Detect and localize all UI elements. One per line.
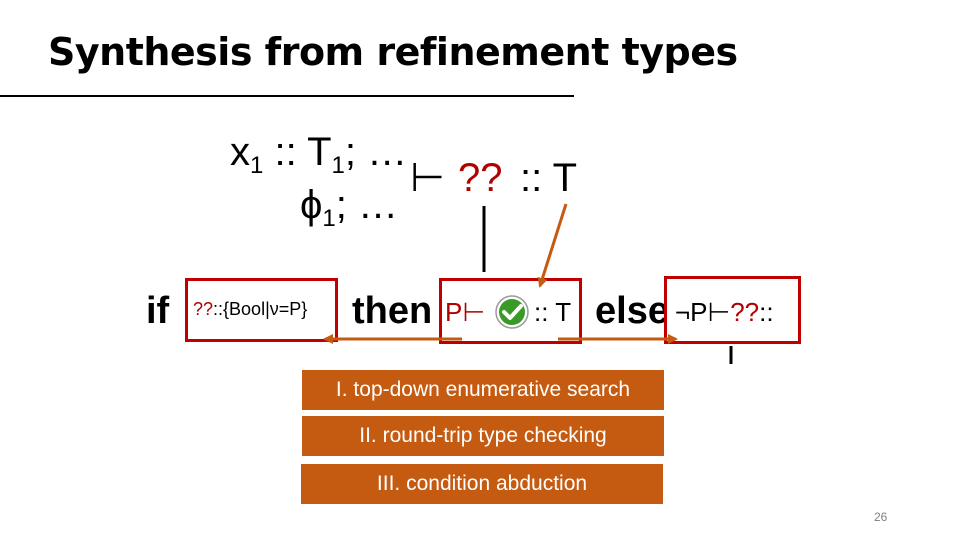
- path-var-subscript: 1: [322, 205, 336, 232]
- goal-type-arrow: [537, 203, 568, 288]
- else-keyword: else: [595, 290, 669, 332]
- env-separator: ::: [263, 130, 308, 174]
- goal-type: :: T: [520, 156, 578, 200]
- path-condition-line: ϕ1; …: [300, 185, 398, 231]
- else-box: ¬P⊢??::: [664, 276, 801, 344]
- env-rest: ; …: [344, 130, 408, 174]
- then-text: P⊢: [445, 299, 485, 325]
- env-type: T: [307, 130, 332, 174]
- path-rest: ; …: [335, 183, 398, 227]
- stage-3-label: III. condition abduction: [301, 464, 663, 504]
- then-box: P⊢ :: T: [439, 278, 582, 344]
- then-type: :: T: [534, 297, 572, 327]
- then-path: P⊢: [445, 297, 485, 327]
- if-keyword: if: [146, 290, 170, 332]
- then-keyword: then: [352, 290, 433, 332]
- slide-title: Synthesis from refinement types: [48, 30, 738, 74]
- title-underline: [0, 95, 574, 97]
- condition-text: ??::{Bool|ν=P}: [193, 299, 307, 320]
- else-hole: ??: [730, 297, 760, 327]
- turnstile: ⊢: [410, 156, 445, 200]
- else-type: ::: [759, 297, 774, 327]
- condition-box: ??::{Bool|ν=P}: [185, 278, 338, 342]
- else-path: ¬P⊢: [675, 297, 731, 327]
- check-icon: [495, 295, 529, 329]
- env-var-subscript: 1: [250, 152, 264, 179]
- environment-line: x1 :: T1; …: [230, 132, 407, 178]
- stage-2-label: II. round-trip type checking: [302, 416, 664, 456]
- stage-1-label: I. top-down enumerative search: [302, 370, 664, 410]
- env-var: x: [230, 130, 250, 174]
- condition-type: ::{Bool|ν=P}: [213, 299, 308, 319]
- goal-hole: ??: [458, 156, 503, 200]
- else-text: ¬P⊢??::: [675, 299, 774, 325]
- env-type-subscript: 1: [331, 152, 345, 179]
- condition-hole: ??: [193, 299, 214, 319]
- page-number: 26: [874, 510, 888, 524]
- path-var: ϕ: [300, 183, 323, 227]
